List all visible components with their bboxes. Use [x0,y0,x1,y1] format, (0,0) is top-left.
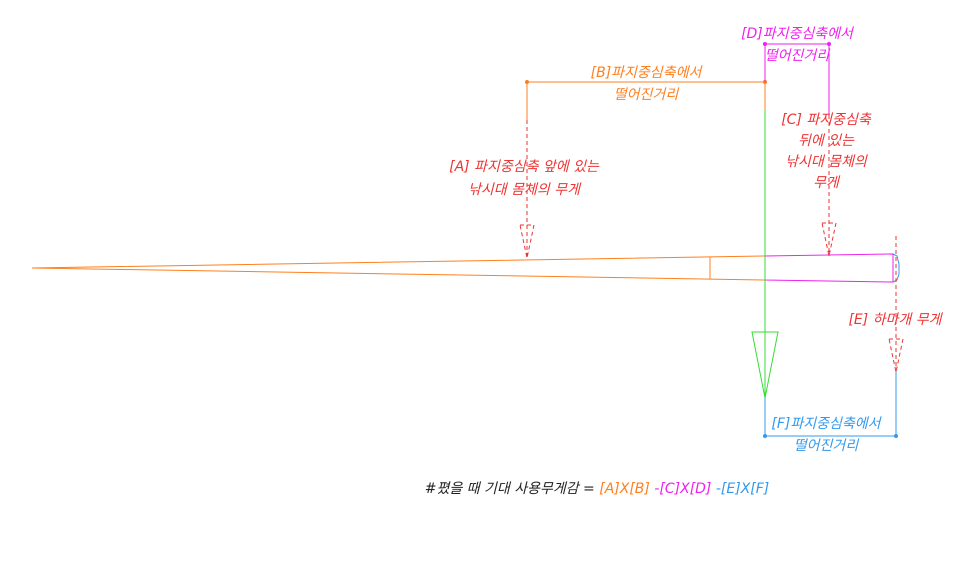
formula-term-f: [F] [750,481,769,497]
weight-arrow-c [821,115,837,257]
dimension-b [525,80,767,120]
formula-times-3: X [740,481,751,497]
label-b-line1: [B]파지중심축에서 [591,65,704,81]
label-d-line2: 떨어진거리 [765,48,831,64]
formula-minus-2: - [711,481,721,497]
weight-arrow-a [519,120,535,259]
formula-term-c: [C] [659,481,680,497]
formula-prefix: #폈을 때 기대 사용무게감 = [425,481,600,497]
label-a-line2: 낚시대 몸체의 무게 [468,182,582,198]
formula-term-a: [A] [599,481,620,497]
label-b-line2: 떨어진거리 [614,87,680,103]
label-c-line2: 뒤에 있는 [798,133,855,149]
label-c-line3: 낚시대 몸체의 [785,154,868,170]
weight-arrow-e [888,236,904,373]
label-f-line2: 떨어진거리 [794,438,860,454]
formula-times-1: X [619,481,630,497]
formula-term-b: [B] [629,481,650,497]
formula-term-d: [D] [690,481,712,497]
label-c-line1: [C] 파지중심축 [781,112,872,128]
formula-minus-1: - [650,481,660,497]
dimension-f [763,372,898,438]
formula-times-2: X [679,481,690,497]
label-f-line1: [F]파지중심축에서 [771,416,882,432]
label-e: [E] 하마개 무게 [848,312,943,328]
label-d-line1: [D]파지중심축에서 [741,26,855,42]
formula-term-e: [E] [721,481,741,497]
rod-front-body [31,255,766,281]
dimension-d [763,42,831,115]
formula: #폈을 때 기대 사용무게감 = [A]X[B] -[C]X[D] -[E]X[… [425,481,770,497]
rod-rear-body [764,253,894,283]
label-c-line4: 무게 [813,175,841,191]
grip-center-axis [751,110,779,399]
label-a-line1: [A] 파지중심축 앞에 있는 [449,159,600,175]
